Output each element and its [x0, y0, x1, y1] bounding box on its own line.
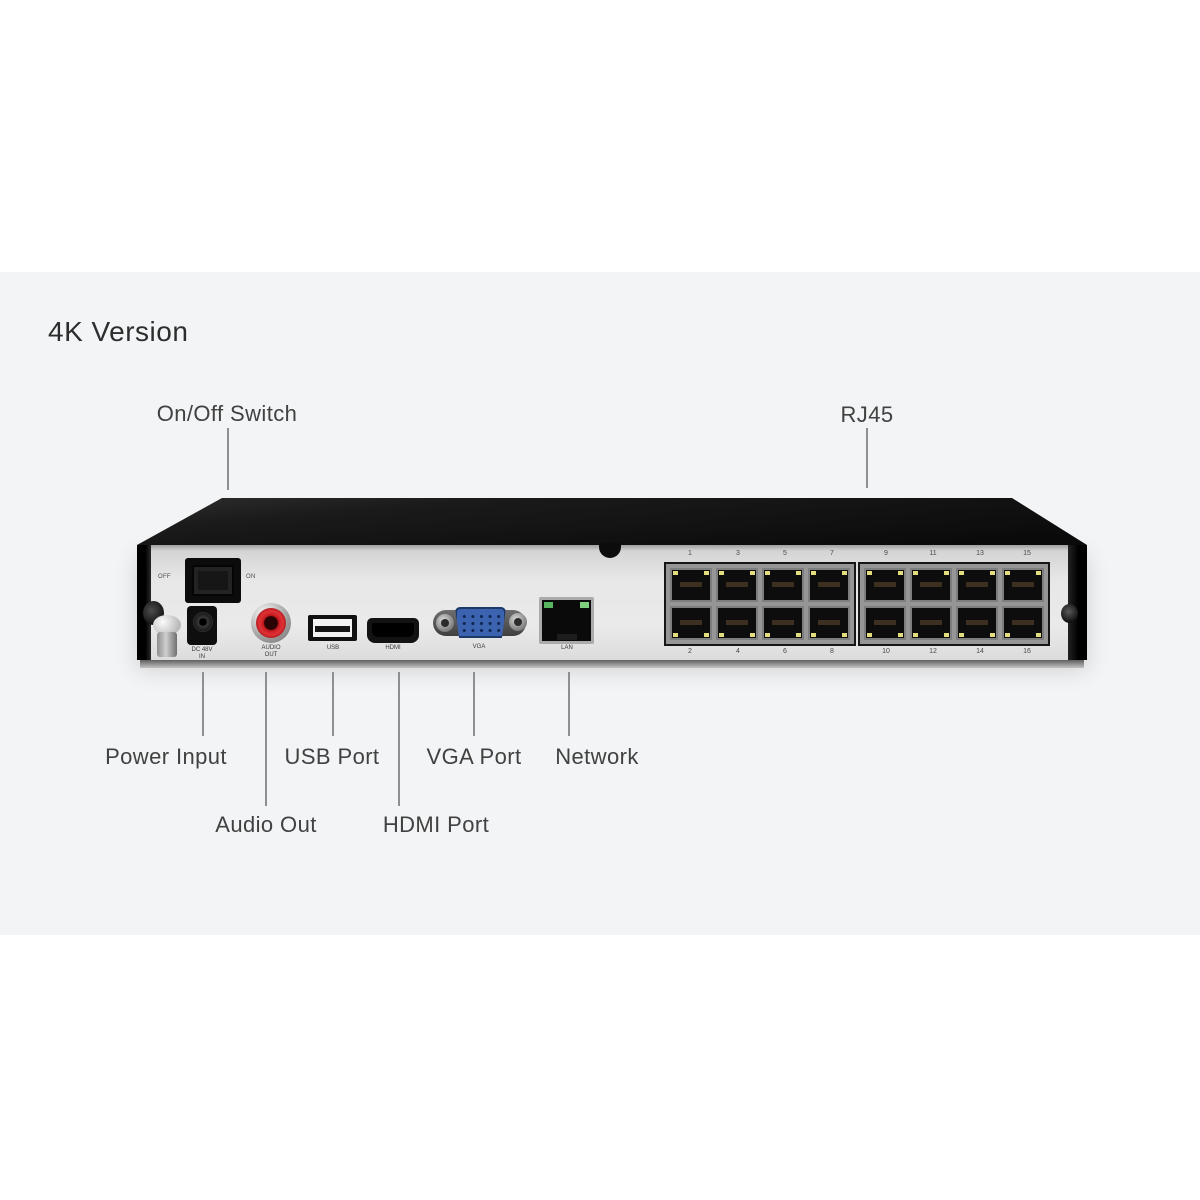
rj45-port — [910, 606, 952, 640]
page-title: 4K Version — [48, 316, 189, 347]
audio-jack-label: AUDIO OUT — [261, 645, 281, 658]
rj45-port-number: 9 — [884, 550, 888, 557]
power-switch-rocker-inner — [198, 571, 228, 590]
vga-port-label: VGA — [472, 644, 486, 650]
audio-rca-ring — [256, 608, 286, 638]
grounding-washer-icon — [153, 615, 181, 635]
callout-audio-out: Audio Out — [215, 812, 317, 837]
rj45-port — [808, 606, 850, 640]
callout-line-on-off-switch — [227, 428, 229, 490]
rj45-port-number: 14 — [976, 648, 984, 655]
callout-line-hdmi-port — [398, 672, 400, 806]
lan-led-left — [544, 602, 553, 608]
callout-usb-port: USB Port — [284, 744, 380, 769]
top-notch — [599, 543, 621, 558]
rj45-port — [716, 606, 758, 640]
rj45-group-1 — [664, 562, 856, 646]
lan-port-label: LAN — [561, 645, 573, 651]
lan-clip-slot — [556, 634, 577, 640]
rj45-port — [808, 568, 850, 602]
rj45-port — [956, 568, 998, 602]
rj45-port-number: 6 — [783, 648, 787, 655]
rj45-group-2 — [858, 562, 1050, 646]
rj45-port — [1002, 606, 1044, 640]
hdmi-port-inner — [372, 623, 414, 637]
callout-line-usb-port — [332, 672, 334, 736]
rj45-port — [956, 606, 998, 640]
rj45-port-number: 5 — [783, 550, 787, 557]
rj45-port — [910, 568, 952, 602]
callout-network: Network — [555, 744, 639, 769]
rj45-port — [1002, 568, 1044, 602]
vga-pin-holes — [459, 612, 502, 633]
rj45-port-number: 11 — [929, 550, 937, 557]
rj45-port-number: 13 — [976, 550, 984, 557]
rj45-port — [762, 568, 804, 602]
dc-jack-label: DC 48V IN — [191, 647, 213, 660]
panel-screw-icon — [1061, 604, 1078, 623]
switch-off-label: OFF — [158, 574, 171, 580]
callout-line-vga-port — [473, 672, 475, 736]
lan-port — [539, 597, 594, 644]
rj45-port-number: 7 — [830, 550, 834, 557]
device-top-panel — [137, 498, 1087, 545]
rj45-port-number: 1 — [688, 550, 692, 557]
callout-line-power-input — [202, 672, 204, 736]
callout-on-off-switch: On/Off Switch — [156, 401, 298, 426]
rj45-port-number: 2 — [688, 648, 692, 655]
hdmi-port-label: HDMI — [385, 645, 401, 651]
lan-led-right — [580, 602, 589, 608]
device-right-edge — [1068, 545, 1087, 660]
rj45-port — [762, 606, 804, 640]
switch-on-label: ON — [246, 574, 256, 580]
rj45-port-number: 3 — [736, 550, 740, 557]
rj45-port — [864, 568, 906, 602]
device-bottom-edge — [140, 660, 1084, 668]
vga-screw-post-left — [436, 614, 454, 632]
rj45-port — [670, 606, 712, 640]
callout-vga-port: VGA Port — [426, 744, 522, 769]
rj45-port-number: 12 — [929, 648, 937, 655]
rj45-port-number: 4 — [736, 648, 740, 655]
device-left-edge — [137, 545, 151, 660]
callout-power-input: Power Input — [105, 744, 227, 769]
rj45-port — [670, 568, 712, 602]
usb-port-label: USB — [326, 645, 340, 651]
vga-screw-post-right — [509, 613, 527, 631]
rj45-port-number: 10 — [882, 648, 890, 655]
rj45-port-number: 8 — [830, 648, 834, 655]
rj45-port — [864, 606, 906, 640]
dc-power-jack-ring — [193, 612, 213, 632]
rj45-port-number: 16 — [1023, 648, 1031, 655]
callout-line-rj45 — [866, 428, 868, 488]
callout-rj45: RJ45 — [840, 402, 894, 427]
callout-hdmi-port: HDMI Port — [382, 812, 490, 837]
rj45-port-number: 15 — [1023, 550, 1031, 557]
callout-line-network — [568, 672, 570, 736]
callout-line-audio-out — [265, 672, 267, 806]
rj45-port — [716, 568, 758, 602]
grounding-post-icon — [157, 632, 177, 657]
usb-port-tongue — [315, 626, 350, 632]
